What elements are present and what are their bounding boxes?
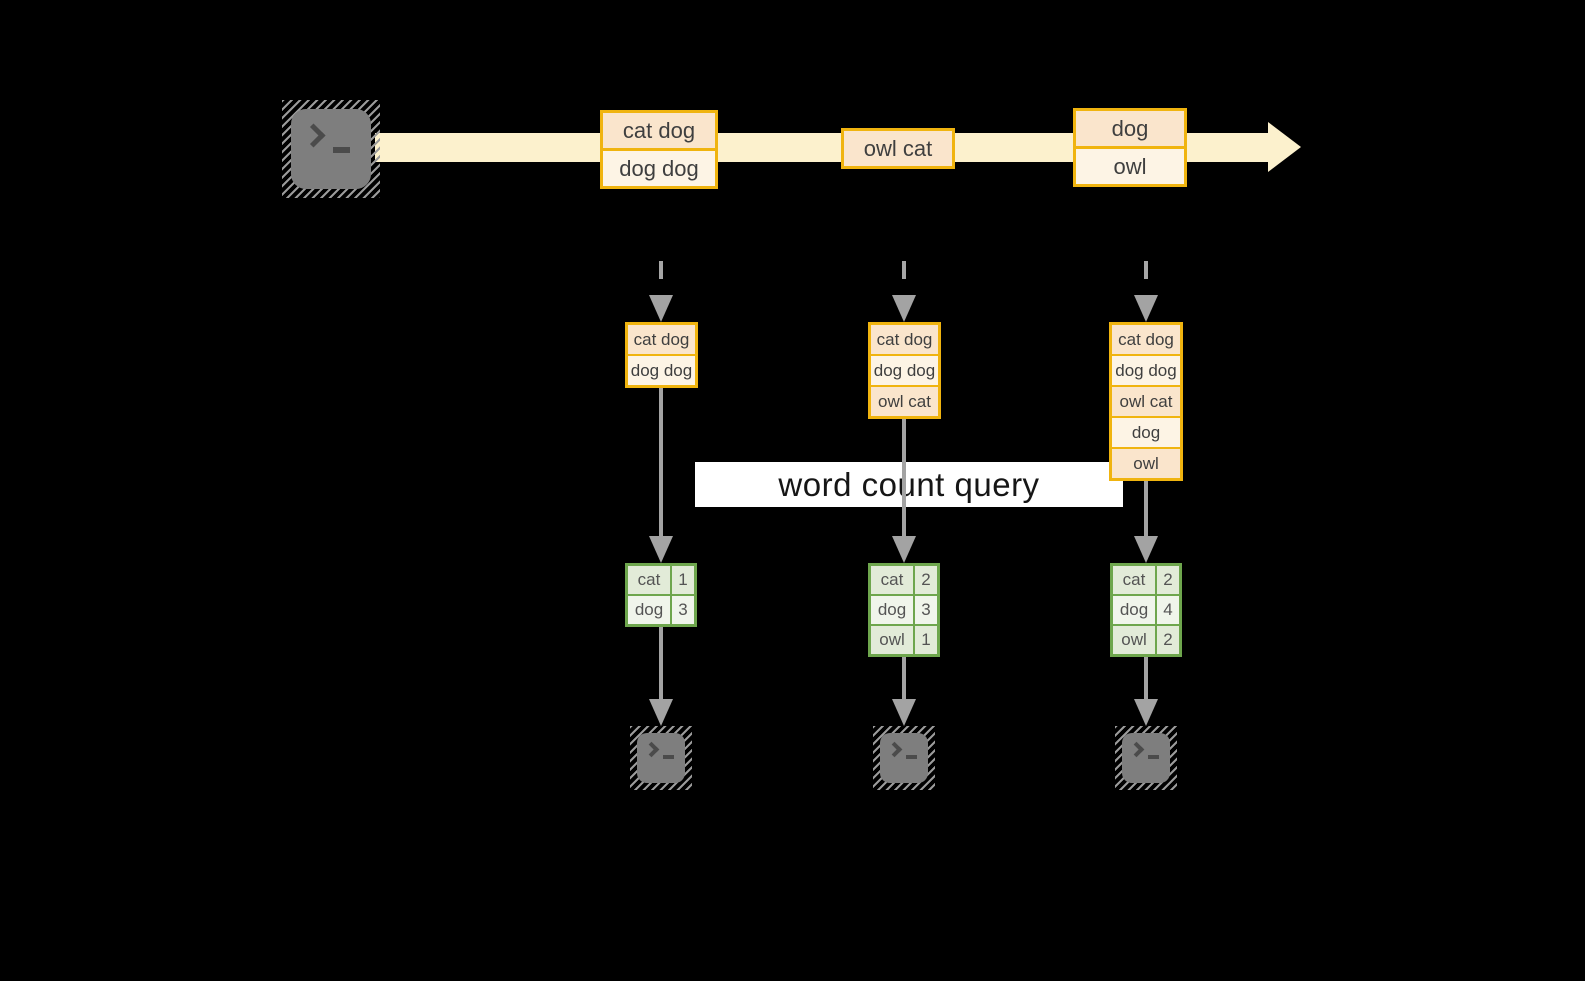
prompt-underscore-icon xyxy=(906,755,917,759)
prompt-chevron-icon xyxy=(1128,741,1145,758)
connector-line xyxy=(1144,657,1148,699)
count-value: 1 xyxy=(915,626,937,654)
dashed-arrow xyxy=(902,261,906,279)
accumulated-record: dog xyxy=(1112,418,1180,447)
accumulated-record: dog dog xyxy=(871,356,938,385)
count-word: cat xyxy=(628,566,670,594)
count-table-1: cat 1 dog 3 xyxy=(625,563,697,627)
count-value: 2 xyxy=(1157,626,1179,654)
stream-record: cat dog xyxy=(603,113,715,148)
count-row: owl 1 xyxy=(871,626,937,654)
count-table-2: cat 2 dog 3 owl 1 xyxy=(868,563,940,657)
count-value: 2 xyxy=(915,566,937,594)
count-row: dog 3 xyxy=(628,596,694,624)
prompt-underscore-icon xyxy=(663,755,674,759)
terminal-icon xyxy=(880,733,928,783)
count-word: dog xyxy=(871,596,913,624)
stream-batch-3: dog owl xyxy=(1073,108,1187,187)
arrowhead-icon xyxy=(892,536,916,563)
stream-batch-1: cat dog dog dog xyxy=(600,110,718,189)
dashed-arrowhead-icon xyxy=(892,295,916,322)
count-word: owl xyxy=(871,626,913,654)
accumulated-record: dog dog xyxy=(628,356,695,385)
accumulated-record: owl cat xyxy=(871,387,938,416)
stream-arrowhead-icon xyxy=(1268,122,1301,172)
count-table-3: cat 2 dog 4 owl 2 xyxy=(1110,563,1182,657)
query-label: word count query xyxy=(778,465,1040,503)
accumulated-record: cat dog xyxy=(628,325,695,354)
count-row: dog 3 xyxy=(871,596,937,624)
accumulated-input-3: cat dog dog dog owl cat dog owl xyxy=(1109,322,1183,481)
sink-terminal-icon-3 xyxy=(1115,726,1177,790)
accumulated-record: cat dog xyxy=(871,325,938,354)
query-label-band: word count query xyxy=(695,462,1123,507)
connector-line xyxy=(1144,481,1148,536)
arrowhead-icon xyxy=(892,699,916,726)
count-row: cat 1 xyxy=(628,566,694,594)
connector-line xyxy=(659,627,663,699)
sink-terminal-icon-2 xyxy=(873,726,935,790)
dashed-arrowhead-icon xyxy=(649,295,673,322)
count-row: cat 2 xyxy=(1113,566,1179,594)
arrowhead-icon xyxy=(1134,536,1158,563)
accumulated-record: dog dog xyxy=(1112,356,1180,385)
accumulated-input-2: cat dog dog dog owl cat xyxy=(868,322,941,419)
accumulated-record: owl xyxy=(1112,449,1180,478)
count-row: dog 4 xyxy=(1113,596,1179,624)
sink-terminal-icon-1 xyxy=(630,726,692,790)
connector-line xyxy=(659,388,663,536)
count-value: 2 xyxy=(1157,566,1179,594)
count-word: dog xyxy=(628,596,670,624)
count-word: dog xyxy=(1113,596,1155,624)
count-value: 3 xyxy=(915,596,937,624)
connector-line xyxy=(902,419,906,536)
count-value: 4 xyxy=(1157,596,1179,624)
stream-record: owl cat xyxy=(844,131,952,166)
source-terminal-icon xyxy=(282,100,380,198)
prompt-underscore-icon xyxy=(1148,755,1159,759)
accumulated-record: owl cat xyxy=(1112,387,1180,416)
stream-record: owl xyxy=(1076,149,1184,184)
prompt-underscore-icon xyxy=(333,147,350,153)
count-word: owl xyxy=(1113,626,1155,654)
count-row: owl 2 xyxy=(1113,626,1179,654)
terminal-icon xyxy=(637,733,685,783)
dashed-arrow xyxy=(1144,261,1148,279)
arrowhead-icon xyxy=(649,536,673,563)
dashed-arrow xyxy=(659,261,663,279)
count-word: cat xyxy=(1113,566,1155,594)
stream-record: dog xyxy=(1076,111,1184,146)
count-row: cat 2 xyxy=(871,566,937,594)
prompt-chevron-icon xyxy=(301,123,326,148)
arrowhead-icon xyxy=(649,699,673,726)
accumulated-input-1: cat dog dog dog xyxy=(625,322,698,388)
count-value: 1 xyxy=(672,566,694,594)
arrowhead-icon xyxy=(1134,699,1158,726)
terminal-icon xyxy=(1122,733,1170,783)
prompt-chevron-icon xyxy=(643,741,660,758)
prompt-chevron-icon xyxy=(886,741,903,758)
terminal-icon xyxy=(291,109,371,189)
connector-line xyxy=(902,657,906,699)
count-value: 3 xyxy=(672,596,694,624)
stream-batch-2: owl cat xyxy=(841,128,955,169)
accumulated-record: cat dog xyxy=(1112,325,1180,354)
count-word: cat xyxy=(871,566,913,594)
dashed-arrowhead-icon xyxy=(1134,295,1158,322)
stream-record: dog dog xyxy=(603,151,715,186)
